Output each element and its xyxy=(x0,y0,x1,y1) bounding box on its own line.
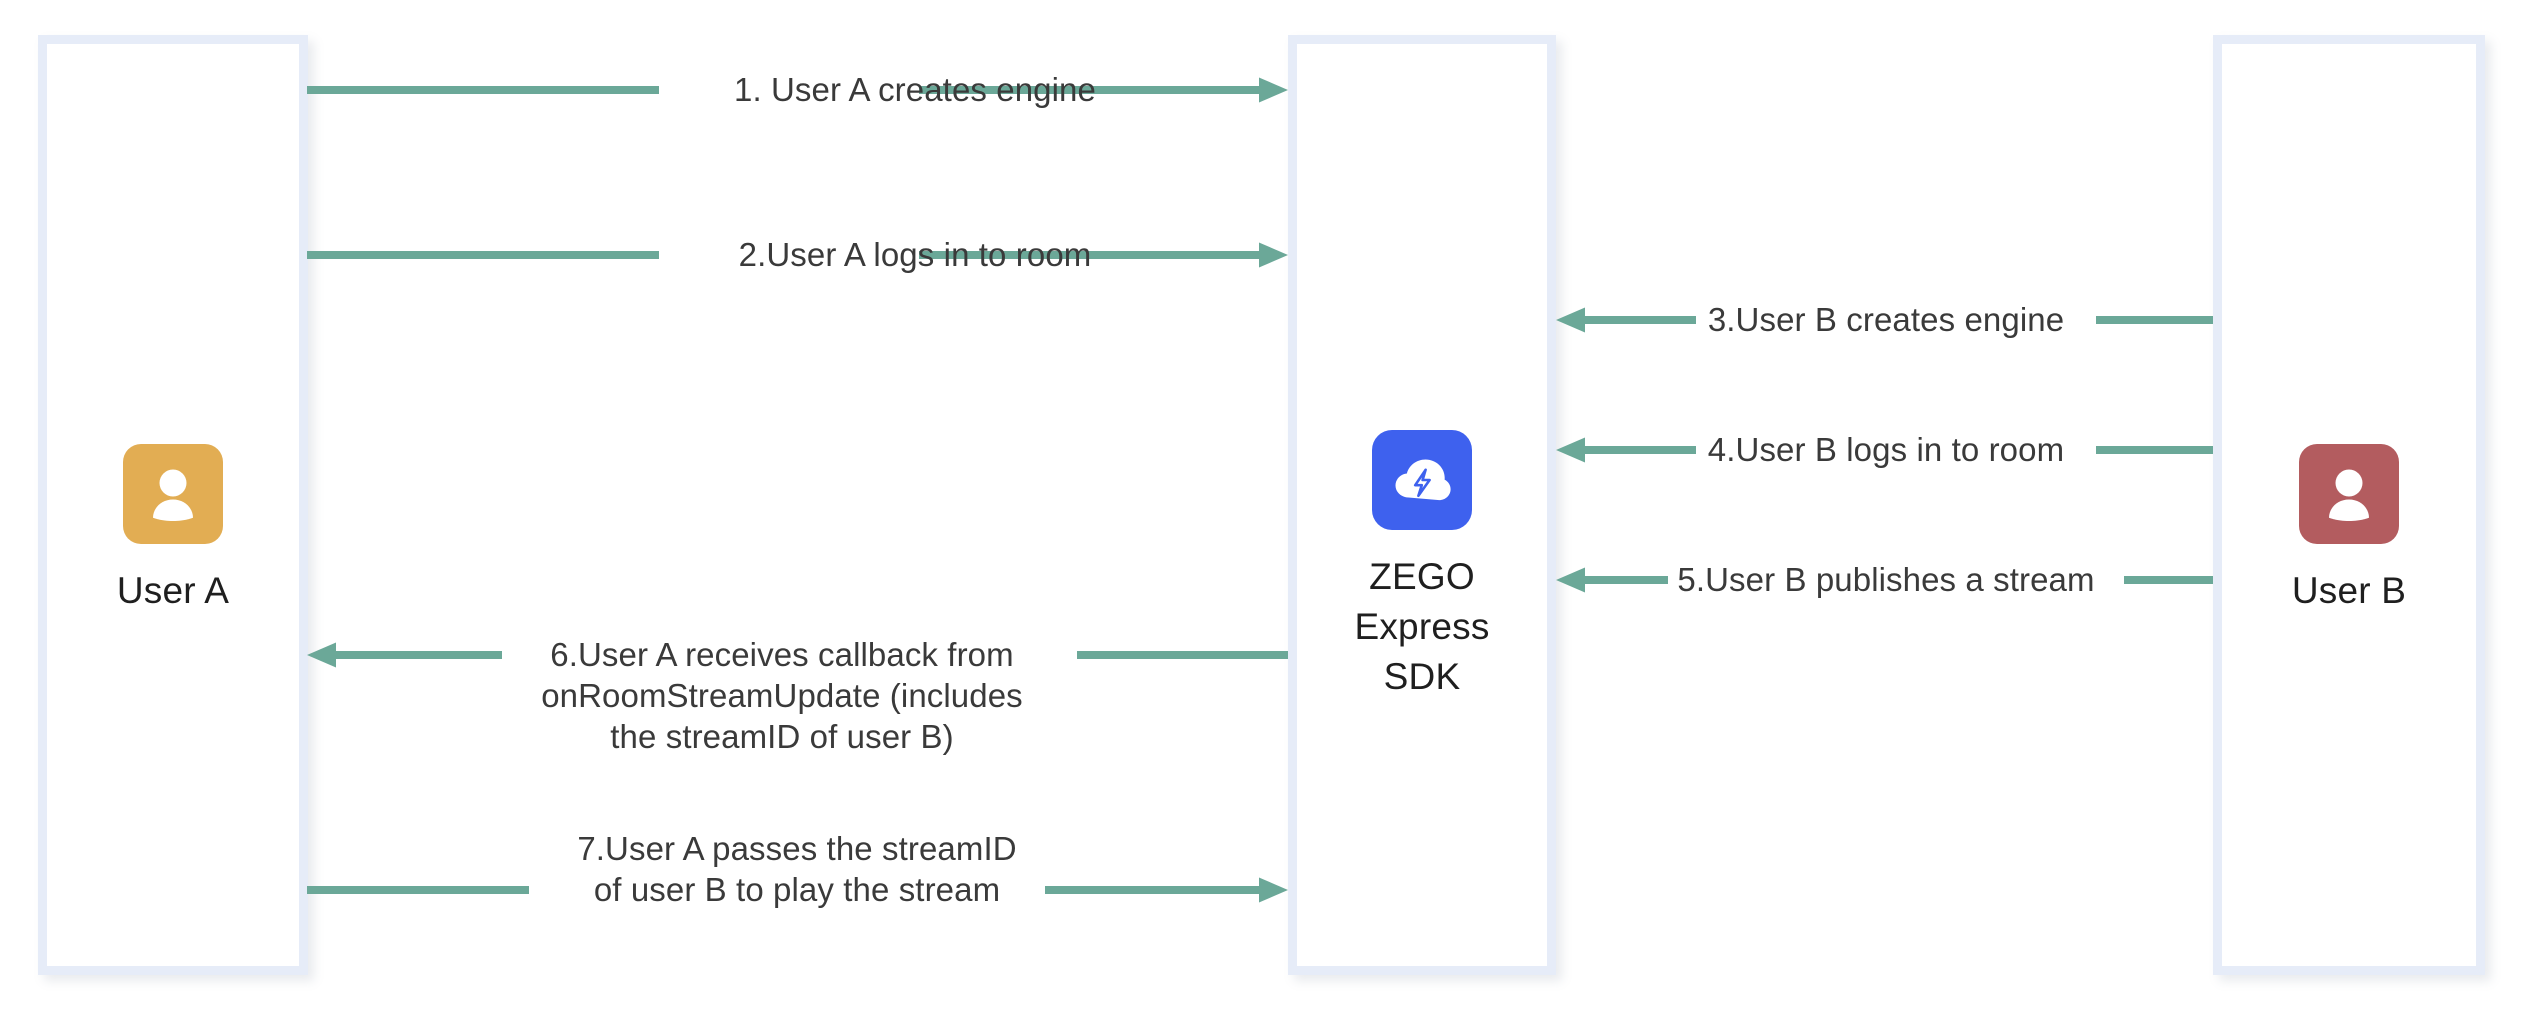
zego-cloud-bolt-icon xyxy=(1372,430,1472,530)
lane-zego-express-sdk: ZEGO Express SDK xyxy=(1288,35,1556,975)
lane-user-a: User A xyxy=(38,35,308,975)
message-label-3: 3.User B creates engine xyxy=(1707,301,2065,338)
user-avatar-icon xyxy=(123,444,223,544)
message-label-4: 4.User B logs in to room xyxy=(1707,431,2065,468)
message-label-6: 6.User A receives callback from onRoomSt… xyxy=(541,636,1023,755)
lane-label-zego: ZEGO Express SDK xyxy=(1354,556,1490,697)
user-avatar-icon xyxy=(2299,444,2399,544)
message-label-7: 7.User A passes the streamID of user B t… xyxy=(577,830,1017,908)
lane-user-b: User B xyxy=(2213,35,2485,975)
lane-label-user-a: User A xyxy=(116,570,230,611)
actor-user-a: User A xyxy=(47,444,299,616)
actor-user-b: User B xyxy=(2222,444,2476,616)
actor-zego-express-sdk: ZEGO Express SDK xyxy=(1297,430,1547,702)
lane-label-user-b: User B xyxy=(2291,570,2407,611)
message-label-2: 2.User A logs in to room xyxy=(738,236,1092,273)
message-label-1: 1. User A creates engine xyxy=(734,71,1096,108)
message-label-5: 5.User B publishes a stream xyxy=(1677,561,2095,598)
